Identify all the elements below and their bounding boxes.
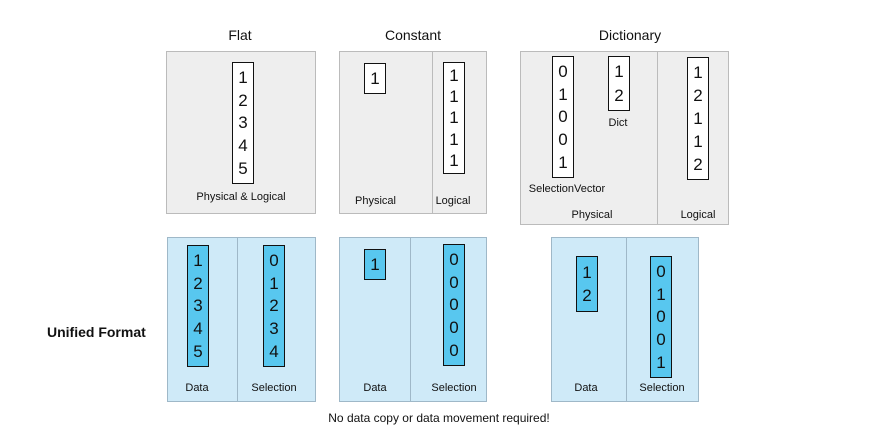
constant-selection-label: Selection — [431, 382, 477, 394]
vector-cell: 1 — [449, 150, 459, 170]
vector-cell: 0 — [656, 307, 666, 327]
vector-cell: 2 — [582, 286, 592, 306]
vector-cell: 0 — [558, 107, 568, 127]
constant-data-label: Data — [363, 382, 387, 394]
vector-cell: 0 — [656, 261, 666, 281]
vector-cell: 0 — [449, 318, 459, 338]
vector-cell: 0 — [558, 130, 568, 150]
title-dictionary: Dictionary — [598, 27, 662, 43]
vector-cell: 1 — [656, 284, 666, 304]
vector-cell: 0 — [449, 249, 459, 269]
vector-cell: 1 — [449, 87, 459, 107]
constant-physical-vector: 1 — [364, 63, 386, 94]
vector-cell: 1 — [558, 153, 568, 173]
dictionary-physical-label: Physical — [571, 209, 613, 221]
vector-cell: 2 — [693, 86, 703, 105]
vector-cell: 1 — [582, 262, 592, 282]
vector-cell: 1 — [558, 84, 568, 104]
vector-cell: 4 — [238, 136, 248, 156]
flat-data-vector: 1 2 3 4 5 — [187, 245, 209, 367]
vector-cell: 2 — [193, 273, 203, 293]
selection-vector-label: SelectionVector — [528, 183, 606, 195]
title-constant: Constant — [384, 27, 442, 43]
vector-cell: 1 — [449, 66, 459, 86]
vector-cell: 5 — [193, 342, 203, 362]
constant-physical-label: Physical — [355, 195, 396, 207]
vector-cell: 0 — [449, 295, 459, 315]
vector-cell: 1 — [269, 273, 279, 293]
vector-cell: 1 — [370, 69, 380, 88]
dictionary-bottom-divider — [626, 237, 627, 402]
vector-cell: 3 — [269, 319, 279, 339]
vector-cell: 1 — [656, 353, 666, 373]
vector-cell: 1 — [614, 62, 624, 82]
dict-label: Dict — [608, 117, 628, 129]
vector-cell: 2 — [269, 296, 279, 316]
dictionary-top-divider — [657, 51, 658, 225]
vector-cell: 0 — [558, 61, 568, 81]
title-flat: Flat — [228, 27, 252, 43]
vector-cell: 3 — [238, 113, 248, 133]
flat-data-label: Data — [185, 382, 209, 394]
footer-note: No data copy or data movement required! — [328, 411, 550, 425]
dictionary-logical-vector: 1 2 1 1 2 — [687, 57, 709, 180]
constant-selection-vector: 0 0 0 0 0 — [443, 244, 465, 366]
constant-logical-label: Logical — [435, 195, 471, 207]
dictionary-bottom-panel — [551, 237, 699, 402]
vector-cell: 2 — [693, 155, 703, 174]
vector-cell: 0 — [269, 250, 279, 270]
vector-cell: 0 — [656, 330, 666, 350]
vector-cell: 0 — [449, 272, 459, 292]
vector-cell: 1 — [193, 250, 203, 270]
flat-selection-label: Selection — [251, 382, 297, 394]
flat-physical-logical-label: Physical & Logical — [196, 191, 286, 203]
vector-cell: 1 — [370, 255, 380, 274]
flat-selection-vector: 0 1 2 3 4 — [263, 245, 285, 367]
constant-bottom-divider — [410, 237, 411, 402]
unified-format-label: Unified Format — [47, 324, 146, 340]
vector-cell: 4 — [193, 319, 203, 339]
flat-bottom-divider — [237, 237, 238, 402]
constant-data-vector: 1 — [364, 249, 386, 280]
dictionary-selection-label: Selection — [639, 382, 685, 394]
vector-cell: 1 — [449, 129, 459, 149]
vector-cell: 1 — [693, 63, 703, 82]
vector-cell: 0 — [449, 341, 459, 361]
dictionary-logical-label: Logical — [680, 209, 716, 221]
vector-cell: 1 — [693, 109, 703, 128]
vector-cell: 5 — [238, 159, 248, 179]
dictionary-selection-vector-bottom: 0 1 0 0 1 — [650, 256, 672, 378]
vector-cell: 1 — [693, 132, 703, 151]
constant-top-divider — [432, 51, 433, 214]
dictionary-selection-vector: 0 1 0 0 1 — [552, 56, 574, 178]
flat-vector: 1 2 3 4 5 — [232, 62, 254, 184]
vector-cell: 1 — [238, 67, 248, 87]
dictionary-data-label: Data — [574, 382, 598, 394]
vector-cell: 1 — [449, 108, 459, 128]
vector-cell: 3 — [193, 296, 203, 316]
vector-cell: 2 — [614, 85, 624, 105]
vector-cell: 4 — [269, 342, 279, 362]
vector-cell: 2 — [238, 90, 248, 110]
